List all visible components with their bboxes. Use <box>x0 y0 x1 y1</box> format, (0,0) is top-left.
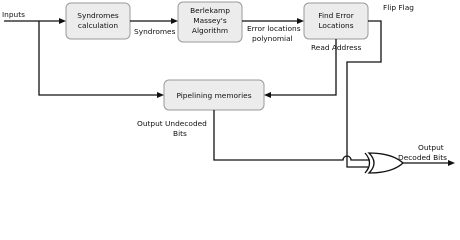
label-undecoded-bits: Bits <box>173 129 187 138</box>
label-output: Output <box>418 143 444 152</box>
wire-inputs-to-memories <box>38 21 160 96</box>
label-decoded-bits: Decoded Bits <box>398 153 447 162</box>
arrow-to-memories <box>157 92 164 98</box>
wire-flip-flag-to-gate <box>346 159 368 168</box>
wire-flip-flag <box>346 20 382 159</box>
xor-body <box>367 152 404 174</box>
label-syndromes: Syndromes <box>134 27 176 36</box>
decoder-block-diagram: Syndromes calculation Berlekamp Massey's… <box>2 1 455 174</box>
label-flip-flag: Flip Flag <box>383 3 414 12</box>
find-error-line1: Find Error <box>318 11 354 20</box>
arrow-to-berlekamp <box>171 18 178 24</box>
arrow-to-memories-read <box>264 92 271 98</box>
berlekamp-massey-block: Berlekamp Massey's Algorithm <box>177 1 243 43</box>
label-error-locations: Error locations <box>247 24 301 33</box>
label-read-address: Read Address <box>311 43 362 52</box>
xor-input-curve <box>364 152 371 174</box>
pipelining-memories-block: Pipelining memories <box>163 79 265 111</box>
arrow-output <box>448 160 455 166</box>
arrow-to-find-error <box>297 18 304 24</box>
syndromes-calculation-line2: calculation <box>78 21 118 30</box>
label-polynomial: polynomial <box>252 34 293 43</box>
wire-read-address <box>268 39 337 96</box>
berlekamp-line2: Massey's <box>193 16 227 25</box>
label-inputs: Inputs <box>2 10 25 19</box>
label-output-undecoded: Output Undecoded <box>137 119 207 128</box>
find-error-locations-block: Find Error Locations <box>303 2 369 40</box>
syndromes-calculation-block: Syndromes calculation <box>65 2 131 40</box>
find-error-line2: Locations <box>318 21 353 30</box>
pipelining-memories-label: Pipelining memories <box>176 91 251 100</box>
xor-gate <box>364 152 404 174</box>
arrow-to-syndromes-calc <box>59 18 66 24</box>
syndromes-calculation-line1: Syndromes <box>77 11 119 20</box>
wire-undecoded-bits <box>213 110 370 161</box>
berlekamp-line1: Berlekamp <box>190 6 230 15</box>
berlekamp-line3: Algorithm <box>192 26 228 35</box>
